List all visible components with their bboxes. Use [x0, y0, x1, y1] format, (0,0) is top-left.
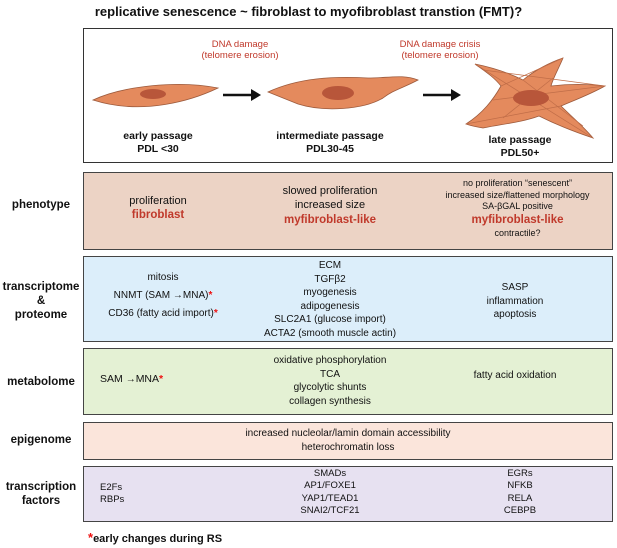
phenotype-col3: no proliferation “senescent” increased s… — [425, 178, 610, 240]
phenotype-row — [83, 172, 613, 250]
phenotype-col1: proliferation fibroblast — [88, 194, 228, 223]
phenotype-myfibroblast-2: myfibroblast-like — [283, 213, 377, 226]
phenotype-myfibroblast-3: myfibroblast-like — [471, 214, 564, 227]
tf-row — [83, 466, 613, 522]
row-label-metabolome: metabolome — [7, 376, 75, 389]
metabolome-col3: fatty acid oxidation — [473, 370, 557, 381]
metabolome-col1: SAM →MNA* — [100, 373, 164, 385]
footnote: *early changes during RS — [88, 530, 223, 545]
row-label-phenotype: phenotype — [11, 199, 71, 212]
arrow-2-head — [451, 89, 461, 101]
epigenome-content: increased nucleolar/lamin domain accessi… — [245, 428, 451, 453]
transition-label-1: DNA damage (telomere erosion) — [201, 39, 279, 61]
transcriptome-col2: ECM TGFβ2 myogenesis adipogenesis SLC2A1… — [263, 260, 397, 339]
nnmt-line: NNMT (SAM →MNA)* — [113, 290, 213, 301]
early-nucleus — [140, 89, 166, 99]
cd36-line: CD36 (fatty acid import)* — [108, 308, 218, 319]
phenotype-col2: slowed proliferation increased size myfi… — [250, 184, 410, 228]
tf-col1: E2Fs RBPs — [100, 482, 125, 506]
figure-title: replicative senescence ~ fibroblast to m… — [94, 4, 523, 19]
transcriptome-row — [83, 256, 613, 342]
transcriptome-col3: SASP inflammation apoptosis — [486, 282, 544, 320]
stage-late: late passage PDL50+ — [488, 134, 552, 160]
stage-early: early passage PDL <30 — [123, 130, 193, 156]
transition-label-2: DNA damage crisis (telomere erosion) — [399, 39, 481, 61]
row-label-transcriptome: transcriptome & proteome — [2, 281, 80, 321]
epigenome-row — [83, 422, 613, 460]
stage-intermediate: intermediate passage PDL30-45 — [276, 130, 384, 156]
row-label-epigenome: epigenome — [10, 434, 72, 447]
intermediate-nucleus — [322, 86, 354, 100]
row-label-tf: transcription factors — [5, 481, 77, 507]
transcriptome-col1: mitosis NNMT (SAM →MNA)* CD36 (fatty aci… — [88, 269, 238, 323]
cell-illustrations — [91, 57, 607, 139]
arrow-1-head — [251, 89, 261, 101]
phenotype-fibroblast: fibroblast — [131, 209, 185, 222]
tf-col3: EGRs NFKB RELA CEBPB — [503, 468, 537, 517]
metabolome-row — [83, 348, 613, 415]
metabolome-col2: oxidative phosphorylation TCA glycolytic… — [273, 355, 387, 407]
late-nucleus — [513, 90, 549, 106]
tf-col2: SMADs AP1/FOXE1 YAP1/TEAD1 SNAI2/TCF21 — [300, 468, 360, 517]
